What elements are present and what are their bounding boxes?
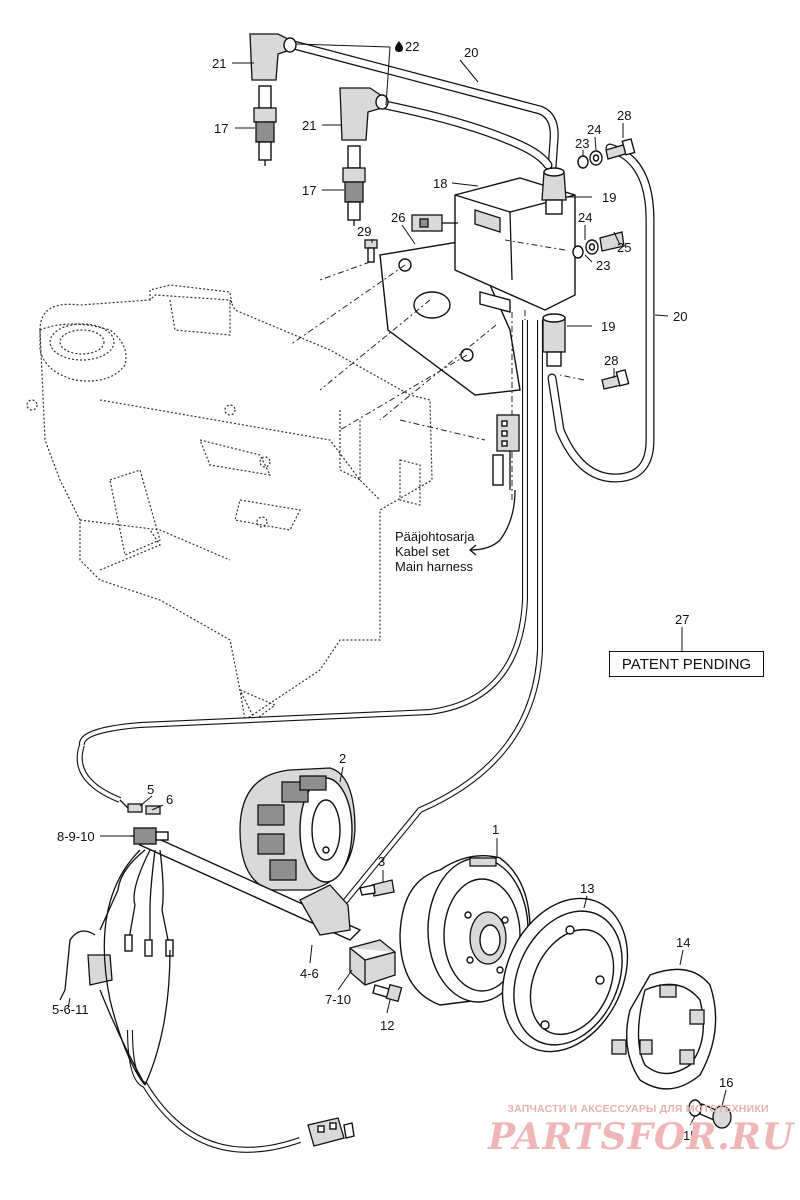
callout-7-10: 7-10: [325, 992, 351, 1007]
callout-23-upper: 23: [575, 136, 589, 151]
regulator-screw: [372, 983, 403, 1003]
callout-21-lower: 21: [302, 118, 316, 133]
flywheel: [399, 855, 531, 1006]
callout-26: 26: [391, 210, 405, 225]
watermark-tagline: ЗАПЧАСТИ И АКСЕССУАРЫ ДЛЯ МОТОТЕХНИКИ: [507, 1103, 769, 1115]
high-tension-lead-upper: [285, 39, 559, 173]
leader-lines: [67, 43, 727, 1126]
callout-22: 22: [405, 39, 419, 54]
connector-8-9-10: [130, 827, 169, 845]
watermark: ЗАПЧАСТИ И АКСЕССУАРЫ ДЛЯ МОТОТЕХНИКИ PA…: [488, 1103, 795, 1173]
callout-29: 29: [357, 224, 371, 239]
callout-21-upper: 21: [212, 56, 226, 71]
screw-29: [364, 239, 378, 263]
callout-3: 3: [378, 854, 385, 869]
callout-labels: 21 17 21 17 22 20 18 19 19 20 28 24 23 2…: [52, 39, 733, 1143]
spark-plug-upper: [253, 85, 277, 166]
callout-16: 16: [719, 1075, 733, 1090]
washer-24-lower: [585, 239, 599, 255]
stator-harness-bar: [138, 834, 362, 941]
callout-17-lower: 17: [302, 183, 316, 198]
callout-23-lower: 23: [596, 258, 610, 273]
callout-2: 2: [339, 751, 346, 766]
callout-28-upper: 28: [617, 108, 631, 123]
spark-plug-cap-lower: [339, 87, 389, 141]
callout-25: 25: [617, 240, 631, 255]
coil-connector: [411, 214, 458, 232]
screw-28-lower: [601, 369, 630, 390]
callout-5-6-11: 5-6-11: [52, 1002, 89, 1017]
starter-cover: [611, 968, 717, 1090]
callout-19-lower: 19: [601, 319, 615, 334]
callout-12: 12: [380, 1018, 394, 1033]
callout-20-right: 20: [673, 309, 687, 324]
callout-28-lower: 28: [604, 353, 618, 368]
coil-boot-upper: [541, 167, 567, 215]
oil-tank-reference: [26, 284, 433, 722]
callout-15: 15: [683, 1128, 697, 1143]
washer-23-upper: [577, 155, 589, 169]
callout-14: 14: [676, 935, 690, 950]
washer-24-upper: [589, 150, 603, 166]
starter-pulley: [501, 897, 629, 1053]
voltage-regulator: [349, 939, 396, 986]
high-tension-lead-right: [547, 143, 655, 483]
callout-6: 6: [166, 792, 173, 807]
connector-5-6: [119, 799, 161, 815]
harness-label-german: Kabel set: [395, 544, 450, 559]
callout-24-upper: 24: [587, 122, 601, 137]
callout-20-top: 20: [464, 45, 478, 60]
coil-boot-lower: [542, 313, 566, 367]
washer-23-lower: [572, 245, 584, 259]
callout-17-upper: 17: [214, 121, 228, 136]
screw-28-upper: [605, 138, 636, 160]
callout-5: 5: [147, 782, 154, 797]
callout-13: 13: [580, 881, 594, 896]
harness-label-finnish: Pääjohtosarja: [395, 529, 475, 544]
callout-19-upper: 19: [602, 190, 616, 205]
spark-plug-lower: [342, 145, 366, 226]
callout-24-lower: 24: [578, 210, 592, 225]
stator-screw: [359, 879, 395, 897]
lower-harness: [59, 849, 355, 1153]
spark-plug-cap-upper: [249, 33, 297, 81]
callout-1: 1: [492, 822, 499, 837]
harness-label-english: Main harness: [395, 559, 474, 574]
patent-pending-note: PATENT PENDING: [609, 651, 764, 677]
stator: [239, 767, 356, 891]
ignition-coil: [454, 177, 576, 313]
callout-27: 27: [675, 612, 689, 627]
main-harness-connector: [468, 414, 520, 556]
high-tension-lead-lower: [375, 99, 553, 170]
oil-drop-icon: [395, 41, 403, 52]
callout-8-9-10: 8-9-10: [57, 829, 95, 844]
main-harness-label: Pääjohtosarja Kabel set Main harness: [395, 529, 475, 574]
callout-4-6: 4-6: [300, 966, 319, 981]
callout-18: 18: [433, 176, 447, 191]
watermark-logo: PARTSFOR.RU: [488, 1116, 795, 1158]
stator-cable-loop: [76, 320, 543, 922]
